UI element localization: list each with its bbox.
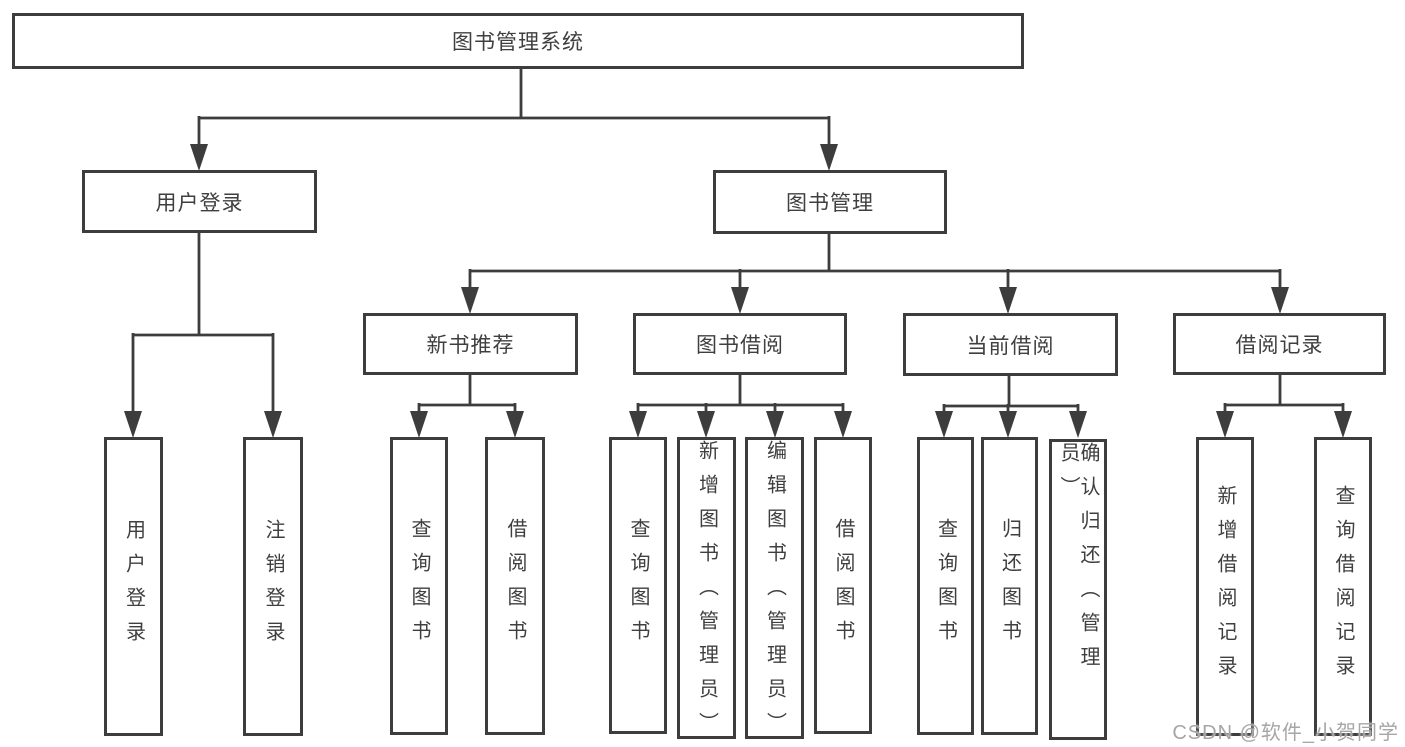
leaf-user-login: 用户登录 bbox=[104, 437, 163, 736]
node-new-book-recommend: 新书推荐 bbox=[363, 313, 578, 375]
leaf-query-borrow-record: 查询借阅记录 bbox=[1314, 437, 1372, 736]
node-borrow-records: 借阅记录 bbox=[1173, 313, 1386, 375]
leaf-add-borrow-record: 新增借阅记录 bbox=[1196, 437, 1254, 736]
leaf-label: 用户登录 bbox=[122, 518, 145, 655]
node-label: 图书管理 bbox=[786, 192, 874, 215]
leaf-label: 查询图书 bbox=[934, 518, 957, 654]
leaf-label: 查询图书 bbox=[627, 517, 649, 654]
leaf-label: 确认归还（管理员） bbox=[1057, 442, 1099, 680]
leaf-label: 注销登录 bbox=[262, 518, 284, 655]
leaf-label: 借阅图书 bbox=[504, 518, 526, 654]
node-root-label: 图书管理系统 bbox=[452, 31, 584, 54]
leaf-label: 查询借阅记录 bbox=[1332, 484, 1354, 689]
leaf-label: 编辑图书（管理员） bbox=[763, 440, 786, 746]
node-label: 当前借阅 bbox=[966, 334, 1055, 358]
leaf-label: 新增借阅记录 bbox=[1214, 484, 1236, 689]
node-label: 新书推荐 bbox=[426, 334, 515, 357]
node-book-borrow: 图书借阅 bbox=[633, 313, 847, 375]
leaf-query-books-2: 查询图书 bbox=[609, 437, 667, 734]
leaf-confirm-return-admin: 确认归还（管理员） bbox=[1049, 439, 1107, 740]
node-label: 借阅记录 bbox=[1235, 334, 1324, 357]
node-user-login-module: 用户登录 bbox=[82, 170, 317, 233]
leaf-borrow-books-1: 借阅图书 bbox=[485, 437, 545, 735]
leaf-borrow-books-2: 借阅图书 bbox=[814, 437, 872, 734]
leaf-query-books-1: 查询图书 bbox=[390, 437, 448, 735]
leaf-query-books-3: 查询图书 bbox=[917, 437, 974, 735]
leaf-add-books-admin: 新增图书（管理员） bbox=[677, 437, 736, 746]
leaf-logout: 注销登录 bbox=[243, 437, 303, 736]
leaf-label: 归还图书 bbox=[998, 518, 1021, 654]
leaf-edit-books-admin: 编辑图书（管理员） bbox=[745, 437, 804, 746]
node-label: 图书借阅 bbox=[696, 334, 784, 357]
node-current-borrow: 当前借阅 bbox=[903, 313, 1118, 376]
leaf-label: 借阅图书 bbox=[832, 517, 854, 654]
node-book-management-module: 图书管理 bbox=[713, 170, 947, 234]
csdn-watermark: CSDN @软件_小贺同学 bbox=[1172, 722, 1399, 744]
leaf-label: 查询图书 bbox=[408, 518, 430, 654]
leaf-label: 新增图书（管理员） bbox=[695, 440, 718, 746]
node-label: 用户登录 bbox=[155, 191, 244, 215]
node-root-system: 图书管理系统 bbox=[12, 13, 1024, 69]
leaf-return-books: 归还图书 bbox=[981, 437, 1038, 735]
